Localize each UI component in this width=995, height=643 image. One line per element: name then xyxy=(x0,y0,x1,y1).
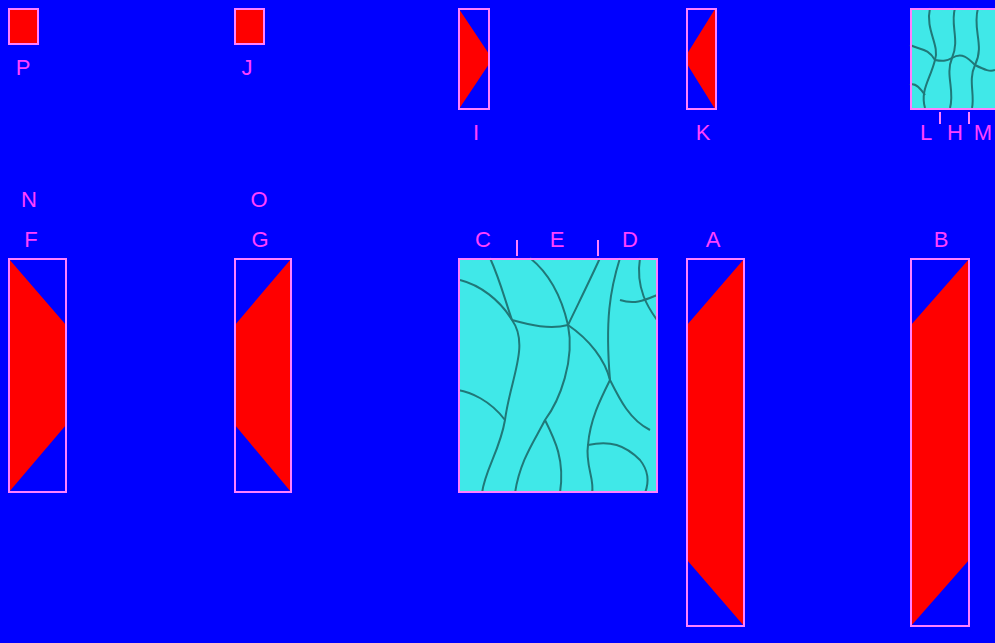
shape-label: P xyxy=(16,57,31,79)
shape-label: M xyxy=(974,122,992,144)
texture xyxy=(458,8,995,493)
shape-box: OG xyxy=(234,258,292,493)
shape-label: O xyxy=(250,189,267,211)
shape-label: I xyxy=(473,122,479,144)
shape-box: LHM xyxy=(910,8,995,110)
red-fills xyxy=(9,9,969,626)
shape-label: A xyxy=(706,229,721,251)
shape-label: H xyxy=(947,122,963,144)
shape-box: I xyxy=(458,8,490,110)
shape-box: CED xyxy=(458,258,658,493)
shape-label: F xyxy=(24,229,37,251)
shape-box: K xyxy=(686,8,717,110)
shape-label: G xyxy=(251,229,268,251)
shape-label: J xyxy=(242,57,253,79)
shape-box: A xyxy=(686,258,745,627)
shape-label: C xyxy=(475,229,491,251)
shape-label: D xyxy=(622,229,638,251)
shape-box: J xyxy=(234,8,265,45)
tick-marks xyxy=(517,112,969,256)
shape-label: N xyxy=(21,189,37,211)
shape-label: E xyxy=(550,229,565,251)
shape-label: L xyxy=(920,122,932,144)
shape-box: P xyxy=(8,8,39,45)
shape-box: NF xyxy=(8,258,67,493)
shape-box: B xyxy=(910,258,970,627)
shape-label: K xyxy=(696,122,711,144)
shape-label: B xyxy=(934,229,949,251)
